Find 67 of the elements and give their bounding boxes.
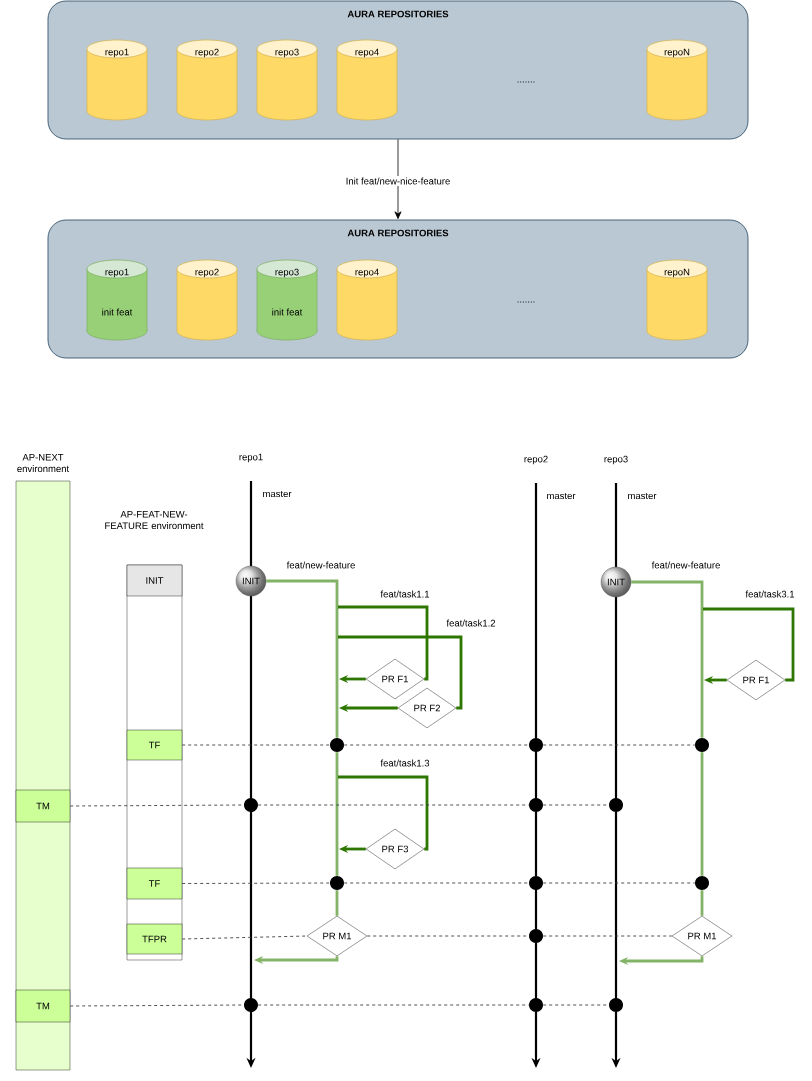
merge-dot	[529, 876, 543, 890]
guide-line	[542, 935, 673, 937]
repository-cylinder: repoN	[646, 39, 708, 121]
merge-dot	[695, 876, 709, 890]
edge-label: feat/task1.3	[378, 758, 432, 768]
guide-line	[181, 744, 331, 746]
edge-label: feat/task1.1	[378, 589, 432, 599]
merge-dot	[529, 798, 543, 812]
branch-label: master	[628, 492, 657, 500]
repository-cylinder: repo4	[336, 259, 398, 341]
edge-label: feat/new-feature	[285, 560, 357, 570]
branch-line	[703, 607, 795, 682]
branch-line	[266, 579, 339, 738]
branch-label: master	[263, 490, 292, 498]
guide-line	[343, 744, 530, 746]
merge-dot	[244, 798, 258, 812]
merge-dot	[529, 738, 543, 752]
guide-line	[542, 744, 696, 746]
node-label: AP-NEXT environment	[17, 453, 70, 473]
ellipsis: .......	[517, 81, 535, 83]
node-label: AP-FEAT-NEW-FEATURE environment	[105, 510, 204, 530]
stage-cell: TF	[126, 729, 183, 761]
repository-cylinder: repo3	[256, 39, 318, 121]
guide-line	[343, 882, 530, 884]
branch-line	[338, 605, 429, 681]
branch-line	[335, 890, 339, 916]
merge-dot	[330, 876, 344, 890]
stage-cell: TM	[15, 789, 71, 823]
branch-line	[631, 580, 704, 738]
edge-label: feat/new-feature	[650, 560, 722, 570]
guide-line	[181, 882, 331, 884]
edge-label: feat/task1.2	[444, 618, 498, 628]
guide-line	[257, 804, 530, 806]
branch-label: master	[547, 492, 576, 500]
repository-cylinder: repo4	[336, 39, 398, 121]
branch-line	[700, 752, 704, 876]
merge-dot	[695, 738, 709, 752]
stage-cell: TM	[15, 989, 71, 1023]
lane-label: repo1	[239, 453, 263, 463]
merge-dot	[330, 738, 344, 752]
repository-cylinder: repo1	[86, 39, 148, 121]
stage-cell: TFPR	[126, 923, 183, 955]
merge-dot	[244, 998, 258, 1012]
ellipsis: .......	[517, 301, 535, 303]
guide-line	[257, 1004, 530, 1006]
edge-label: feat/task3.1	[743, 589, 797, 599]
branch-line	[338, 775, 429, 851]
lane-label: repo3	[604, 455, 628, 465]
branch-line	[338, 635, 463, 710]
merge-dot	[609, 998, 623, 1012]
arrow	[394, 139, 402, 219]
repository-cylinder: repo2	[176, 39, 238, 121]
stage-cell: INIT	[126, 564, 183, 597]
guide-line	[181, 935, 308, 940]
repository-cylinder: repo1 init feat	[86, 259, 148, 341]
merge-dot	[609, 798, 623, 812]
lane-label: repo2	[524, 455, 548, 465]
merge-dot	[529, 929, 543, 943]
branch-line	[335, 752, 339, 876]
repository-cylinder: repo2	[176, 259, 238, 341]
branch-line	[700, 890, 704, 916]
merge-dot	[529, 998, 543, 1012]
stage-cell: TF	[126, 867, 183, 900]
repository-cylinder: repo3 init feat	[256, 259, 318, 341]
repository-cylinder: repoN	[646, 259, 708, 341]
guide-line	[542, 882, 696, 884]
edge-label: Init feat/new-nice-feature	[344, 176, 452, 186]
